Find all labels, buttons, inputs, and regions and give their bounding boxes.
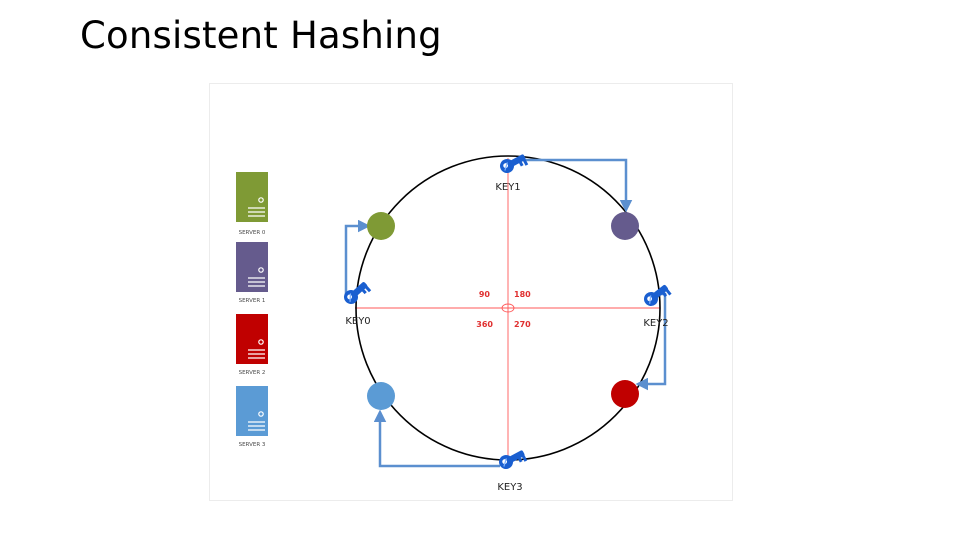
key0-label: KEY0 [345, 316, 370, 327]
server1-node [611, 212, 639, 240]
server0-node [367, 212, 395, 240]
server0-icon [235, 171, 269, 223]
arrow-key1-to-server1 [518, 158, 633, 213]
server1-icon [235, 241, 269, 293]
server2-label: SERVER 2 [239, 370, 266, 376]
server2-node [611, 380, 639, 408]
axis-center-marker [501, 303, 515, 313]
server3-icon [235, 385, 269, 437]
key2-label: KEY2 [643, 318, 668, 329]
server3-node [367, 382, 395, 410]
arrow-key3-to-server3 [373, 409, 500, 468]
slide-title: Consistent Hashing [80, 14, 442, 57]
key1-icon [496, 149, 530, 178]
arrow-key0-to-server0 [344, 219, 371, 296]
server0-label: SERVER 0 [239, 230, 266, 236]
server3-label: SERVER 3 [239, 442, 266, 448]
angle-label-90: 90 [479, 290, 491, 299]
consistent-hashing-diagram: 90 180 360 270 [209, 83, 733, 501]
key2-icon [640, 280, 673, 311]
key1-label: KEY1 [495, 182, 520, 193]
server1-label: SERVER 1 [239, 298, 266, 304]
angle-label-360: 360 [476, 320, 493, 329]
server2-icon [235, 313, 269, 365]
angle-label-270: 270 [514, 320, 531, 329]
hash-ring-svg: 90 180 360 270 [235, 149, 673, 493]
arrow-key2-to-server2 [635, 292, 667, 391]
key3-label: KEY3 [497, 482, 522, 493]
angle-label-180: 180 [514, 290, 531, 299]
